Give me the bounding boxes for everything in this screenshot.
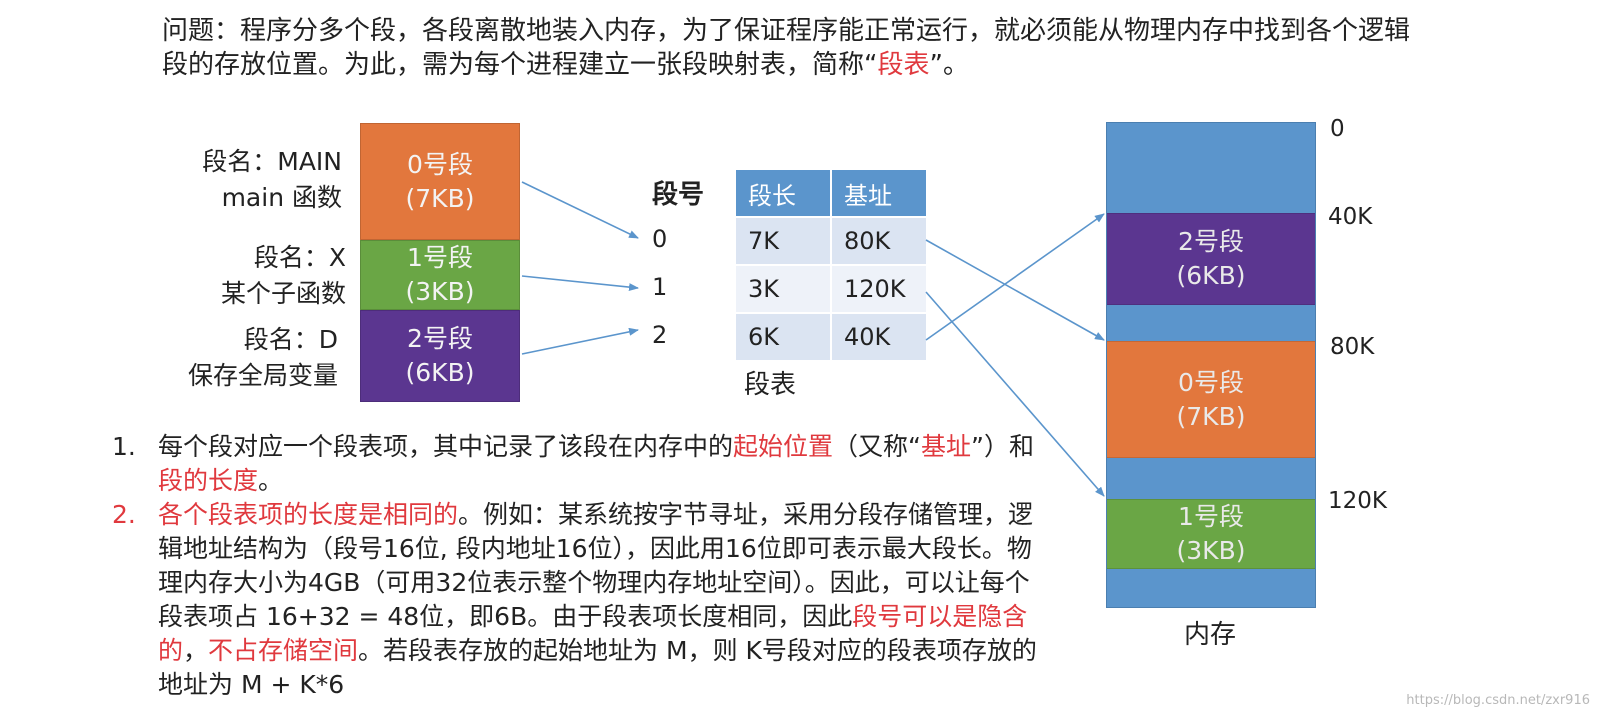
cell-base: 120K [830,264,928,314]
segment-box-size: (3KB) [405,277,475,306]
notes-list: 1. 每个段对应一个段表项，其中记录了该段在内存中的起始位置（又称“基址”）和段的… [112,430,1047,702]
segment-box-size: (7KB) [405,183,475,213]
physical-memory: 2号段 (6KB) 0号段 (7KB) 1号段 (3KB) [1106,122,1316,608]
segnum-header: 段号 [652,180,705,210]
memory-block-title: 1号段 [1178,502,1244,531]
intro-text-end: ”。 [929,50,969,80]
segment-table-caption: 段表 [744,370,797,400]
note-item-2: 2. 各个段表项的长度是相同的。例如：某系统按字节寻址，采用分段存储管理，逻辑地址… [112,498,1047,702]
arrow-seg2-to-segnum [521,327,639,355]
note-highlight: 段号可以是隐含的 [158,602,1028,665]
logical-segment-2: 2号段 (6KB) [360,310,520,402]
note-item-1: 1. 每个段对应一个段表项，其中记录了该段在内存中的起始位置（又称“基址”）和段的… [112,430,1047,498]
segment-box-size: (6KB) [405,358,475,387]
memory-segment-2: 2号段 (6KB) [1107,213,1315,305]
note-text: 。若段表存放的起始地址为 M，则 K号段对应的段表项存放的地址为 M + K*6 [158,636,1037,699]
segment-box-title: 2号段 [407,324,473,353]
segnum-1: 1 [652,273,668,301]
header-base: 基址 [830,168,928,218]
note-text: 每个段对应一个段表项，其中记录了该段在内存中的 [158,432,734,461]
logical-segment-1: 1号段 (3KB) [360,240,520,310]
segment-desc: 某个子函数 [220,279,346,308]
note-highlight: 不占存储空间 [208,636,359,665]
address-80k: 80K [1330,334,1375,360]
segment-box-title: 0号段 [407,149,473,179]
address-120k: 120K [1328,488,1387,514]
memory-block-title: 0号段 [1178,367,1244,397]
address-40k: 40K [1328,204,1373,230]
arrow-seg1-to-segnum [521,275,639,292]
intro-text: 问题：程序分多个段，各段离散地装入内存，为了保证程序能正常运行，就必须能从物理内… [162,16,1411,80]
segment-label-main: 段名：MAIN main 函数 [142,144,342,216]
segment-name: 段名：MAIN [202,147,342,176]
memory-block-size: (6KB) [1176,261,1246,290]
note-text: （又称“ [833,432,921,461]
segment-box-title: 1号段 [407,243,473,272]
note-highlight: 基址 [920,432,971,461]
segnum-2: 2 [652,321,668,349]
cell-base: 80K [830,216,928,266]
table-row: 6K 40K [734,312,928,362]
address-0: 0 [1330,116,1345,142]
memory-caption: 内存 [1184,620,1237,650]
intro-paragraph: 问题：程序分多个段，各段离散地装入内存，为了保证程序能正常运行，就必须能从物理内… [162,14,1422,82]
segment-table-header-row: 段长 基址 [734,168,928,218]
note-text: ”）和 [971,432,1034,461]
note-text: ， [183,636,209,665]
watermark: https://blog.csdn.net/zxr916 [1406,693,1590,708]
cell-length: 7K [734,216,832,266]
segnum-0: 0 [652,225,668,253]
logical-segment-0: 0号段 (7KB) [360,123,520,240]
segment-label-x: 段名：X 某个子函数 [146,240,346,312]
cell-length: 3K [734,264,832,314]
memory-segment-1: 1号段 (3KB) [1107,499,1315,569]
cell-length: 6K [734,312,832,362]
arrow-row1-to-120k [925,291,1105,497]
note-highlight: 段的长度 [158,466,259,495]
segment-desc: main 函数 [221,183,342,212]
segment-desc: 保存全局变量 [187,361,338,390]
note-highlight: 各个段表项的长度是相同的 [158,500,459,529]
table-row: 7K 80K [734,216,928,266]
arrow-row0-to-80k [925,239,1105,341]
memory-block-size: (7KB) [1176,401,1246,431]
intro-highlight-segment-table: 段表 [877,50,930,80]
segment-table: 段长 基址 7K 80K 3K 120K 6K 40K [734,168,928,362]
arrow-row2-to-40k [925,213,1105,341]
table-row: 3K 120K [734,264,928,314]
cell-base: 40K [830,312,928,362]
segment-name: 段名：X [253,243,346,272]
note-text: 。例如：某系统按字节寻址，采用分段存储管理，逻辑地址结构为（段号16位, 段内地… [158,500,1034,631]
note-highlight: 起始位置 [733,432,834,461]
note-text: 。 [258,466,284,495]
segment-label-d: 段名：D 保存全局变量 [138,322,338,394]
segment-name: 段名：D [243,325,338,354]
memory-block-size: (3KB) [1176,536,1246,565]
arrow-seg0-to-segnum [521,181,639,239]
header-length: 段长 [734,168,832,218]
memory-segment-0: 0号段 (7KB) [1107,341,1315,458]
memory-block-title: 2号段 [1178,227,1244,256]
note-number: 1. [112,432,136,461]
note-number: 2. [112,500,136,529]
